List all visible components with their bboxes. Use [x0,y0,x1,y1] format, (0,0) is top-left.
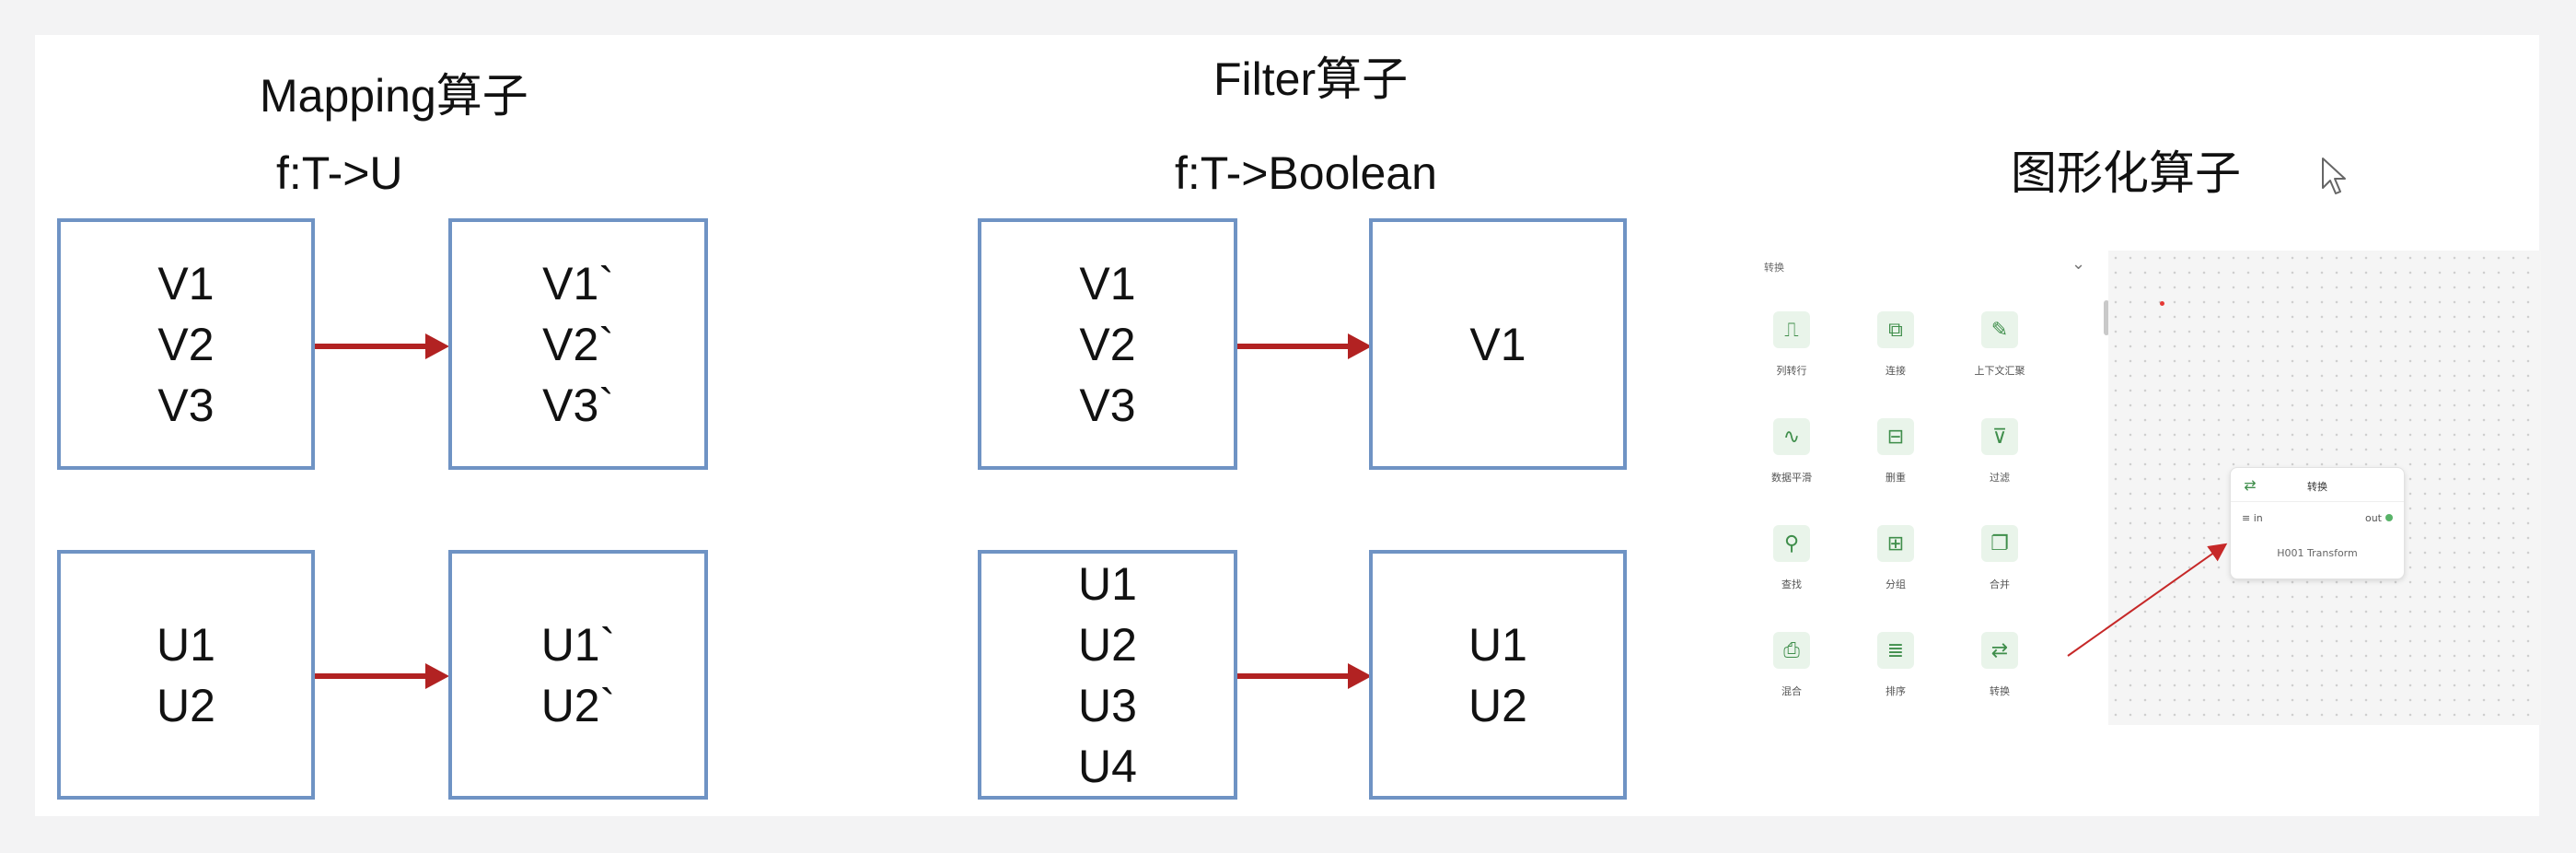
tool-label: 数据平滑 [1771,472,1812,484]
drag-arrow [2067,543,2228,657]
data-smoothing-icon: ∿ [1773,418,1810,455]
port-in-label: in [2253,512,2263,524]
join-icon: ⧉ [1877,311,1914,348]
tool-mix[interactable]: ⎙ 混合 [1749,632,1832,728]
mapping-row1-output-box: V1` V2` V3` [448,218,708,470]
chevron-down-icon[interactable]: ⌄ [2071,254,2086,274]
node-port-in[interactable]: ≡ in [2242,512,2263,524]
filter-row2-arrow [1237,663,1372,689]
tool-label: 分组 [1886,578,1906,590]
drag-arrow-overlay [2067,543,2228,657]
filter-row1-output-box: V1 [1369,218,1627,470]
filter-row1-input-value: V3 [1079,379,1136,431]
tool-data-smoothing[interactable]: ∿ 数据平滑 [1749,418,1832,514]
tool-label: 连接 [1886,365,1906,377]
tool-lookup[interactable]: ⚲ 查找 [1749,525,1832,621]
graphical-editor-screenshot: 转换 ⌄ ⎍ 列转行 ⧉ 连接 ✎ 上下文汇聚 ∿ 数据平滑 ⊟ 删重 ⊽ 过滤 ⚲ 查找 ⊞ 分组 ❐ 合并 ⎙ 混… [1731,251,2541,730]
mapping-row1-output-value: V1` [542,257,614,310]
mapping-row1-input-value: V1 [157,257,215,310]
context-aggregate-icon: ✎ [1981,311,2018,348]
transform-icon: ⇄ [1981,632,2018,669]
merge-icon: ❐ [1981,525,2018,562]
filter-row1-input-value: V2 [1079,318,1136,370]
mapping-signature: f:T->U [276,147,403,199]
node-subtitle: H001 Transform [2277,547,2358,559]
mapping-row2-arrow [315,663,449,689]
mapping-title: Mapping算子 [260,70,528,122]
filter-row2-output-value: U2 [1468,679,1527,731]
mapping-row2-output-value: U1` [540,618,616,671]
column-to-row-icon: ⎍ [1773,311,1810,348]
transform-icon: ⇄ [2244,476,2257,494]
filter-row1-output-value: V1 [1469,318,1526,370]
mouse-cursor-icon [2322,158,2346,194]
transform-node[interactable]: ⇄ 转换 ≡ in out H001 Transform [2230,467,2405,579]
tool-label: 上下文汇聚 [1974,365,2025,377]
sort-icon: ≣ [1877,632,1914,669]
tool-join[interactable]: ⧉ 连接 [1853,311,1936,407]
tool-label: 过滤 [1990,472,2010,484]
tool-column-to-row[interactable]: ⎍ 列转行 [1749,311,1832,407]
transform-panel-header[interactable]: 转换 ⌄ [1731,251,2099,284]
filter-row2-input-value: U2 [1078,618,1137,671]
filter-row2-input-value: U4 [1078,740,1137,792]
filter-row1-arrow [1237,333,1372,359]
canvas-marker [2160,301,2164,306]
mapping-row1-output-value: V3` [542,379,614,431]
tool-label: 混合 [1781,685,1802,697]
filter-row2-input-value: U1 [1078,557,1137,610]
lookup-icon: ⚲ [1773,525,1810,562]
panel-title: 转换 [1764,262,1784,274]
port-out-dot [2385,514,2393,521]
node-title: 转换 [2307,481,2327,493]
tool-merge[interactable]: ❐ 合并 [1957,525,2040,621]
filter-row1-input-value: V1 [1079,257,1136,310]
tool-label: 列转行 [1776,365,1807,377]
tool-filter[interactable]: ⊽ 过滤 [1957,418,2040,514]
mapping-row2-input-value: U1 [157,618,215,671]
mapping-row2-output-box: U1`U2` [448,550,708,800]
mapping-row1-arrow [315,333,449,359]
tool-dedupe[interactable]: ⊟ 删重 [1853,418,1936,514]
tool-label: 删重 [1886,472,1906,484]
filter-row2-output-value: U1 [1468,618,1527,671]
tool-group[interactable]: ⊞ 分组 [1853,525,1936,621]
tool-sort[interactable]: ≣ 排序 [1853,632,1936,728]
dedupe-icon: ⊟ [1877,418,1914,455]
tool-context-aggregate[interactable]: ✎ 上下文汇聚 [1957,311,2040,407]
port-out-label: out [2364,512,2382,524]
panel-scrollbar[interactable] [2104,300,2109,335]
mapping-row1-output-value: V2` [542,318,614,370]
filter-row2-input-value: U3 [1078,679,1137,731]
tool-label: 合并 [1990,578,2010,590]
group-icon: ⊞ [1877,525,1914,562]
tool-label: 转换 [1990,685,2010,697]
node-port-out[interactable]: out [2365,512,2393,524]
filter-icon: ⊽ [1981,418,2018,455]
tool-transform[interactable]: ⇄ 转换 [1957,632,2040,728]
mix-icon: ⎙ [1773,632,1810,669]
graphical-title: 图形化算子 [2011,147,2241,199]
mapping-row2-output-value: U2` [540,679,616,731]
mapping-row2-input-value: U2 [157,679,215,731]
tool-label: 排序 [1886,685,1906,697]
filter-title: Filter算子 [1213,53,1409,105]
filter-signature: f:T->Boolean [1175,147,1437,199]
node-header: ⇄ 转换 [2231,468,2404,502]
mapping-row1-input-value: V2 [157,318,215,370]
tool-label: 查找 [1781,578,1802,590]
mapping-row1-input-value: V3 [157,379,215,431]
